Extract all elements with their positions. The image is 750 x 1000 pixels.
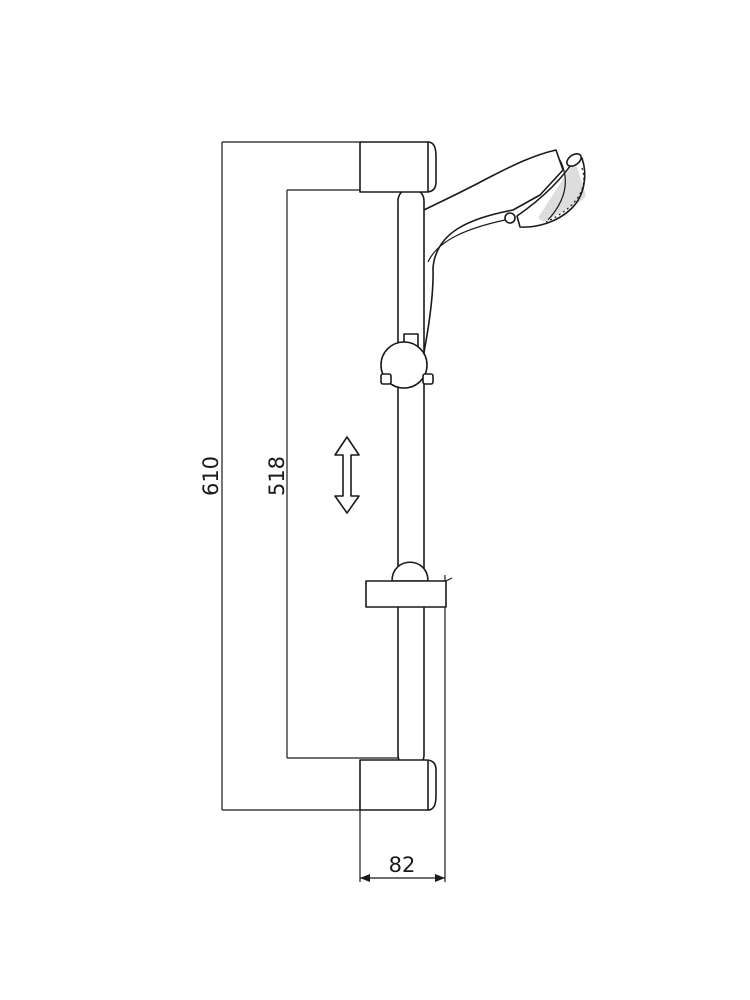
hand-shower-handle-edge [427, 219, 506, 263]
soap-dish-edge [445, 577, 453, 582]
soap-dish-hook [391, 561, 429, 582]
hand-shower-spray-selector [566, 153, 582, 167]
dimension-label-82: 82 [389, 853, 416, 877]
double-arrow-vertical-icon [334, 436, 360, 514]
soap-dish [365, 561, 453, 608]
hand-shower-pivot [504, 212, 516, 224]
rail-bar [397, 187, 425, 769]
wall-bracket-bottom-body [359, 759, 437, 811]
dimension-projection: 82 [359, 575, 446, 882]
hand-shower-nozzle-face [538, 160, 586, 222]
soap-dish-tray [365, 580, 447, 608]
hand-shower-nozzle-ring [545, 167, 585, 223]
slider-holder [380, 333, 434, 389]
slider-knob [380, 341, 428, 389]
dimension-bar-length: 518 [265, 189, 398, 759]
slide-rail [397, 187, 425, 769]
dimension-label-518: 518 [265, 456, 289, 496]
slide-direction-arrow [334, 436, 360, 514]
wall-bracket-top-body [359, 141, 437, 193]
wall-bracket-top [359, 141, 437, 193]
slider-screw-right [422, 373, 434, 385]
slider-screw-left [380, 373, 392, 385]
hand-shower-head-rim [547, 159, 566, 221]
dimension-label-610: 610 [199, 456, 223, 496]
dimension-overall-height: 610 [199, 141, 362, 811]
wall-bracket-bottom [359, 759, 437, 811]
arrowhead-right-icon [435, 874, 445, 882]
arrowhead-left-icon [360, 874, 370, 882]
